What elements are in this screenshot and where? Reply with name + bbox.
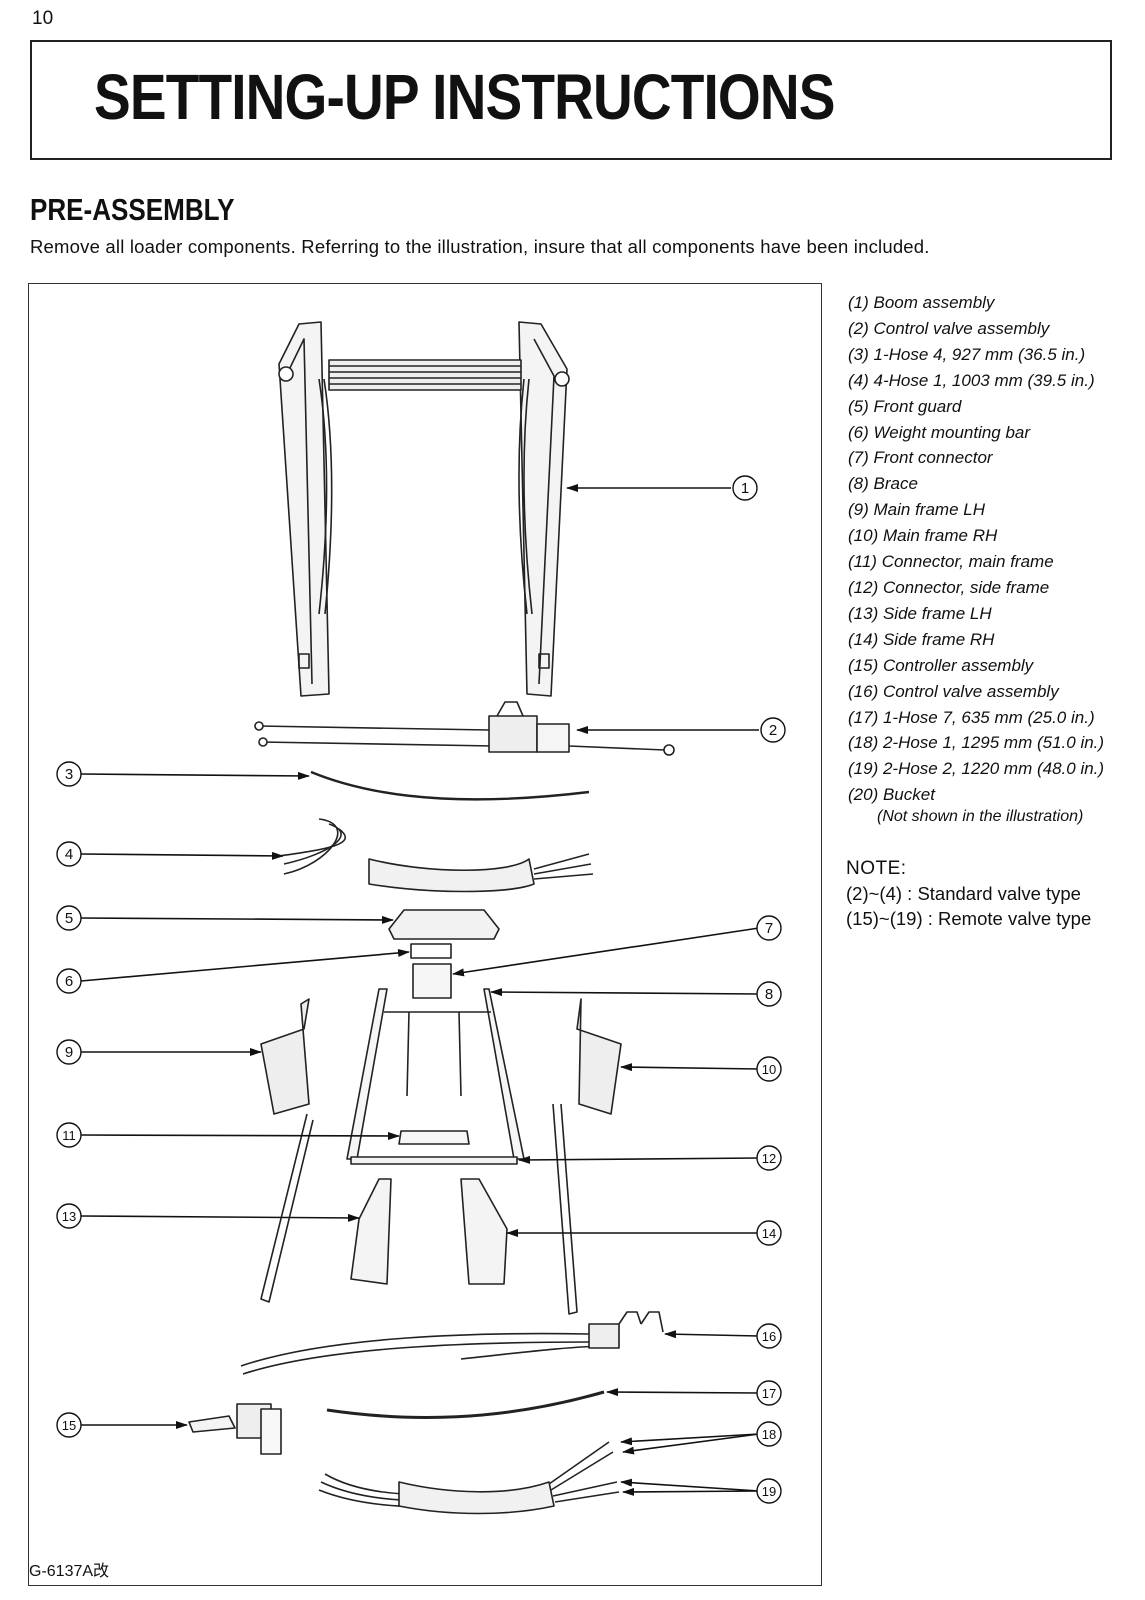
callout-2: 2	[769, 722, 777, 739]
callout-9: 9	[65, 1044, 73, 1061]
parts-illustration: 1 2 3 4 5 6 7 8 9 10 11 12 13 14 15 16 1…	[28, 283, 822, 1586]
part-item: (2) Control valve assembly	[848, 318, 1050, 338]
title-box: SETTING-UP INSTRUCTIONS	[30, 40, 1112, 160]
parts-list: (1) Boom assembly (2) Control valve asse…	[848, 290, 1104, 808]
note-title: NOTE:	[846, 858, 907, 879]
weight-mounting-bar-drawing	[410, 943, 452, 959]
callout-13: 13	[62, 1209, 76, 1224]
hose-bundle-18-19-drawing	[318, 1441, 620, 1515]
callout-17: 17	[762, 1386, 776, 1401]
remote-control-valve-drawing	[240, 1311, 664, 1375]
main-frame-rh-drawing	[576, 998, 622, 1115]
note-line: (2)~(4) : Standard valve type	[846, 883, 1081, 904]
part-item: (8) Brace	[848, 474, 918, 494]
parts-note: (Not shown in the illustration)	[877, 808, 1084, 825]
part-item: (17) 1-Hose 7, 635 mm (25.0 in.)	[848, 707, 1095, 727]
callout-11: 11	[62, 1128, 76, 1143]
hose-3-drawing	[310, 770, 590, 801]
front-guard-drawing	[388, 909, 500, 940]
control-valve-assembly-drawing	[254, 701, 675, 756]
section-heading: PRE-ASSEMBLY	[30, 192, 235, 227]
part-item: (19) 2-Hose 2, 1220 mm (48.0 in.)	[848, 759, 1105, 779]
part-item: (3) 1-Hose 4, 927 mm (36.5 in.)	[848, 344, 1086, 364]
part-item: (1) Boom assembly	[848, 293, 995, 312]
connector-main-frame-drawing	[398, 1130, 470, 1145]
part-item: (16) Control valve assembly	[848, 681, 1059, 701]
callout-10: 10	[762, 1062, 776, 1077]
part-item: (20) Bucket	[848, 785, 935, 805]
callout-12: 12	[762, 1151, 776, 1166]
page-title: SETTING-UP INSTRUCTIONS	[94, 61, 835, 133]
callout-15: 15	[62, 1418, 76, 1433]
callout-5: 5	[65, 910, 73, 927]
front-connector-drawing	[412, 963, 452, 999]
callout-18: 18	[762, 1427, 776, 1442]
figure-code: G-6137A改	[29, 1563, 110, 1580]
callout-3: 3	[65, 766, 73, 783]
exploded-view-drawing: 1 2 3 4 5 6 7 8 9 10 11 12 13 14 15 16 1…	[56, 321, 786, 1515]
boom-assembly-drawing	[278, 321, 570, 697]
part-item: (12) Connector, side frame	[848, 577, 1050, 597]
part-item: (15) Controller assembly	[848, 655, 1034, 675]
part-item: (5) Front guard	[848, 396, 962, 416]
part-item: (10) Main frame RH	[848, 526, 998, 546]
callout-7: 7	[765, 920, 773, 937]
connector-side-frame-drawing	[350, 1156, 518, 1165]
part-item: (6) Weight mounting bar	[848, 422, 1031, 442]
callout-8: 8	[765, 986, 773, 1003]
hose-bundle-4-drawing	[278, 818, 594, 893]
part-item: (4) 4-Hose 1, 1003 mm (39.5 in.)	[848, 370, 1095, 390]
page-number: 10	[32, 8, 54, 29]
callout-1: 1	[741, 480, 749, 497]
part-item: (18) 2-Hose 1, 1295 mm (51.0 in.)	[848, 733, 1105, 753]
part-item: (11) Connector, main frame	[848, 552, 1054, 572]
part-item: (14) Side frame RH	[848, 629, 995, 649]
callout-16: 16	[762, 1329, 776, 1344]
callout-14: 14	[762, 1226, 776, 1241]
note-lines: (2)~(4) : Standard valve type (15)~(19) …	[846, 881, 1091, 931]
callout-19: 19	[762, 1484, 776, 1499]
note-line: (15)~(19) : Remote valve type	[846, 908, 1092, 929]
intro-text: Remove all loader components. Referring …	[30, 236, 930, 257]
side-frame-lh-drawing	[350, 1178, 392, 1285]
part-item: (7) Front connector	[848, 448, 993, 468]
part-item: (9) Main frame LH	[848, 500, 985, 520]
side-frame-rh-drawing	[460, 1178, 508, 1285]
hose-17-drawing	[326, 1390, 605, 1419]
callout-6: 6	[65, 973, 73, 990]
main-frame-lh-drawing	[260, 998, 310, 1115]
callout-4: 4	[65, 846, 73, 863]
part-item: (13) Side frame LH	[848, 603, 992, 623]
controller-assembly-drawing	[188, 1403, 282, 1455]
